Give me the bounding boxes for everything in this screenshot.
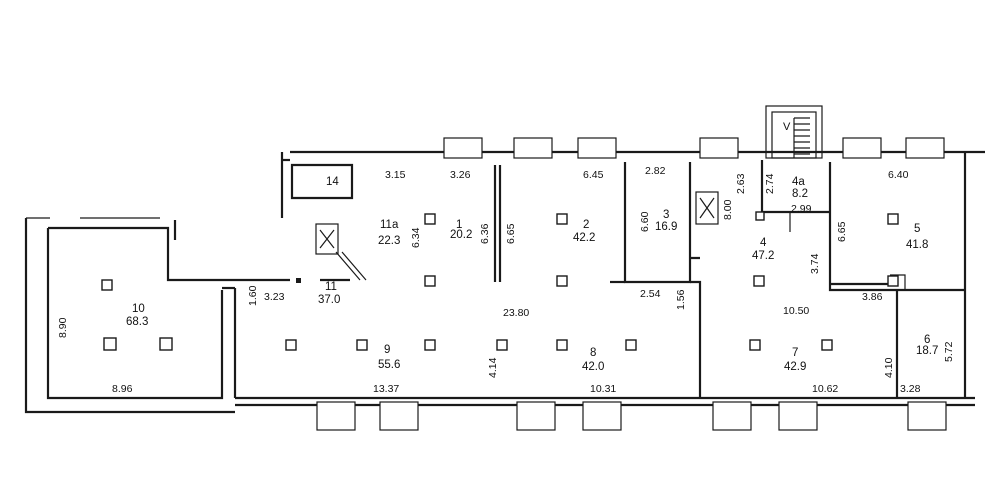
dim-6-34: 6.34 bbox=[410, 227, 422, 248]
elevator-left bbox=[315, 223, 367, 281]
room-2-area: 42.2 bbox=[573, 232, 595, 244]
dim-2-63: 2.63 bbox=[735, 173, 747, 194]
window bbox=[443, 137, 483, 159]
room-9-number: 9 bbox=[384, 344, 390, 356]
window bbox=[905, 137, 945, 159]
window bbox=[316, 401, 356, 431]
room-11a-area: 22.3 bbox=[378, 235, 400, 247]
dim-6-60: 6.60 bbox=[639, 211, 651, 232]
dim-6-45: 6.45 bbox=[583, 169, 604, 181]
room-4-area: 47.2 bbox=[752, 250, 774, 262]
window bbox=[582, 401, 622, 431]
elevator-right bbox=[695, 191, 719, 225]
window bbox=[513, 137, 553, 159]
dim-3-86: 3.86 bbox=[862, 291, 883, 303]
stair-label: V bbox=[783, 121, 791, 133]
dim-2-82: 2.82 bbox=[645, 165, 666, 177]
dim-5-72: 5.72 bbox=[943, 341, 955, 362]
interior-walls bbox=[290, 160, 965, 398]
room-8-number: 8 bbox=[590, 347, 596, 359]
window bbox=[907, 401, 947, 431]
windows-top bbox=[443, 137, 945, 159]
dim-2-54: 2.54 bbox=[640, 288, 661, 300]
stair-well: V bbox=[765, 105, 823, 159]
outer-walls bbox=[24, 150, 985, 414]
window bbox=[379, 401, 419, 431]
room-7-area: 42.9 bbox=[784, 361, 806, 373]
dim-23-80: 23.80 bbox=[503, 307, 529, 319]
dim-13-37: 13.37 bbox=[373, 383, 399, 395]
room-7-number: 7 bbox=[792, 347, 798, 359]
dim-2-74: 2.74 bbox=[764, 173, 776, 194]
room-14-number: 14 bbox=[326, 176, 339, 188]
dim-6-40: 6.40 bbox=[888, 169, 909, 181]
dim-1-56: 1.56 bbox=[675, 289, 687, 310]
dimension-labels: 3.15 3.26 6.45 2.82 6.40 2.99 3.23 23.80… bbox=[57, 165, 955, 395]
dim-6-65-right: 6.65 bbox=[836, 221, 848, 242]
dim-8-00: 8.00 bbox=[722, 199, 734, 220]
room-10-area: 68.3 bbox=[126, 316, 148, 328]
window bbox=[778, 401, 818, 431]
room-11-number: 11 bbox=[325, 281, 337, 293]
dim-10-50: 10.50 bbox=[783, 305, 809, 317]
room-2-number: 2 bbox=[583, 219, 589, 231]
dim-2-99: 2.99 bbox=[791, 203, 812, 215]
pillars bbox=[101, 211, 899, 351]
dim-4-14: 4.14 bbox=[487, 357, 499, 378]
dim-3-26: 3.26 bbox=[450, 169, 471, 181]
window bbox=[712, 401, 752, 431]
room-10-number: 10 bbox=[132, 303, 145, 315]
room-3-number: 3 bbox=[663, 209, 669, 221]
room-5-area: 41.8 bbox=[906, 239, 928, 251]
room-4a-area: 8.2 bbox=[792, 188, 808, 200]
dim-4-10: 4.10 bbox=[883, 357, 895, 378]
room-8-area: 42.0 bbox=[582, 361, 604, 373]
room-4a-number: 4a bbox=[792, 176, 805, 188]
dim-3-28: 3.28 bbox=[900, 383, 921, 395]
window bbox=[699, 137, 739, 159]
room-9-area: 55.6 bbox=[378, 359, 400, 371]
room-5-number: 5 bbox=[914, 223, 920, 235]
window bbox=[842, 137, 882, 159]
dim-6-65-left: 6.65 bbox=[505, 223, 517, 244]
dim-3-74: 3.74 bbox=[809, 253, 821, 274]
dim-3-23: 3.23 bbox=[264, 291, 285, 303]
room-6-area: 18.7 bbox=[916, 345, 938, 357]
room-6-number: 6 bbox=[924, 334, 930, 346]
window bbox=[577, 137, 617, 159]
room-11-area: 37.0 bbox=[318, 294, 340, 306]
dim-6-36: 6.36 bbox=[479, 223, 491, 244]
dim-10-31: 10.31 bbox=[590, 383, 616, 395]
room-labels: 14 11a 22.3 1 20.2 2 42.2 3 16.9 4a 8.2 … bbox=[126, 176, 938, 373]
windows-bottom bbox=[316, 401, 947, 431]
dim-8-96: 8.96 bbox=[112, 383, 133, 395]
dim-8-90: 8.90 bbox=[57, 317, 69, 338]
dim-10-62: 10.62 bbox=[812, 383, 838, 395]
room-3-area: 16.9 bbox=[655, 221, 677, 233]
room-11a-number: 11a bbox=[380, 219, 399, 231]
window bbox=[516, 401, 556, 431]
dim-1-60: 1.60 bbox=[247, 285, 259, 306]
dim-3-15: 3.15 bbox=[385, 169, 406, 181]
room-1-area: 20.2 bbox=[450, 229, 472, 241]
room-1-number: 1 bbox=[456, 219, 462, 231]
room-4-number: 4 bbox=[760, 237, 767, 249]
